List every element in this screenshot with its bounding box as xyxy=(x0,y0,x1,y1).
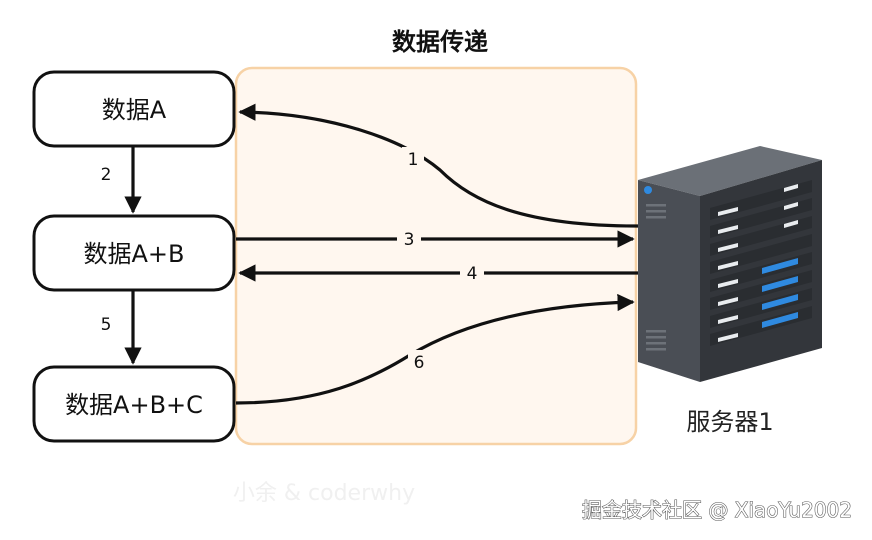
node-label: 数据A xyxy=(102,96,167,124)
edge-5-label: 5 xyxy=(101,315,112,335)
node-data-ab: 数据A+B xyxy=(32,214,236,292)
edge-2-label: 2 xyxy=(101,165,112,185)
credit-text: 掘金技术社区 @ XiaoYu2002 xyxy=(582,498,852,522)
edge-6-label-bg xyxy=(408,350,430,374)
transfer-panel xyxy=(234,66,638,446)
edge-1-label-bg xyxy=(402,147,424,171)
edge-4-label: 4 xyxy=(467,264,478,284)
edge-3-label: 3 xyxy=(404,230,415,250)
power-led-icon xyxy=(644,186,652,194)
server-label: 服务器1 xyxy=(686,408,773,436)
edge-1-label: 1 xyxy=(408,150,419,170)
node-label: 数据A+B xyxy=(84,240,185,268)
node-label: 数据A+B+C xyxy=(65,391,203,419)
node-data-abc: 数据A+B+C xyxy=(32,365,236,443)
edge-3-label-bg xyxy=(397,228,421,250)
server-drive-bays xyxy=(710,180,812,346)
diagram-title: 数据传递 xyxy=(392,28,488,56)
server-rack-icon xyxy=(638,146,822,382)
edge-4-label-bg xyxy=(460,262,484,284)
watermark-text: 小余 & coderwhy xyxy=(233,481,415,506)
edge-6-label: 6 xyxy=(414,353,425,373)
edge-1-arrow xyxy=(238,103,639,228)
node-data-a: 数据A xyxy=(32,70,236,148)
